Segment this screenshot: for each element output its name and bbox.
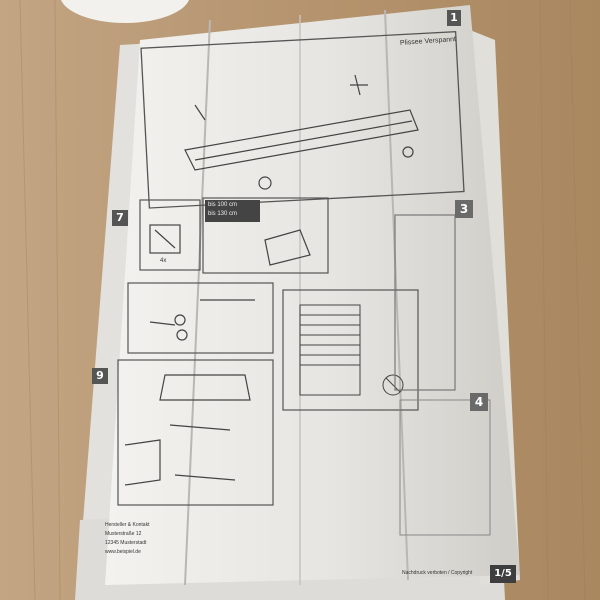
panel-step-1: [140, 31, 465, 209]
page-indicator: 1/5: [490, 565, 516, 583]
scissors-drawing: [149, 299, 255, 341]
panel-step-3: [394, 214, 456, 391]
white-bowl: [61, 0, 189, 23]
holder-drawing: [264, 229, 311, 266]
step-number-1: 1: [447, 10, 461, 26]
address-line-4: www.beispiel.de: [105, 549, 141, 555]
address-line-2: Musterstraße 12: [105, 531, 142, 537]
fold-line-left: [184, 19, 211, 586]
step-number-7: 7: [112, 210, 128, 226]
wood-grain: [19, 0, 586, 600]
plisse-drawing: [184, 74, 419, 190]
step-number-3: 3: [455, 200, 473, 218]
address-line-1: Hersteller & Kontakt: [105, 522, 150, 528]
step-number-4: 4: [470, 393, 488, 411]
quantity-label: 4x: [160, 258, 167, 264]
dimension-badge: [205, 200, 260, 222]
step-number-9: 9: [92, 368, 108, 384]
panel-brackets: [139, 199, 201, 271]
panel-tools-top: [127, 282, 274, 354]
fold-line-right: [384, 9, 409, 581]
panel-step-4: [399, 399, 491, 536]
panel-dimensions: [202, 197, 329, 274]
dimension-label-1: bis 100 cm: [208, 202, 238, 208]
blind-drawing: [299, 304, 404, 396]
bracket-drawing: [149, 224, 181, 254]
panel-tools-bottom: [117, 359, 274, 506]
hacksaw-drawing: [124, 374, 251, 486]
instruction-sheet: [105, 5, 520, 585]
address-line-3: 12345 Musterstadt: [105, 540, 147, 546]
footer-note: Nachdruck verboten / Copyright: [402, 570, 473, 576]
dimension-label-2: bis 130 cm: [208, 211, 238, 217]
panel-blind: [282, 289, 419, 411]
